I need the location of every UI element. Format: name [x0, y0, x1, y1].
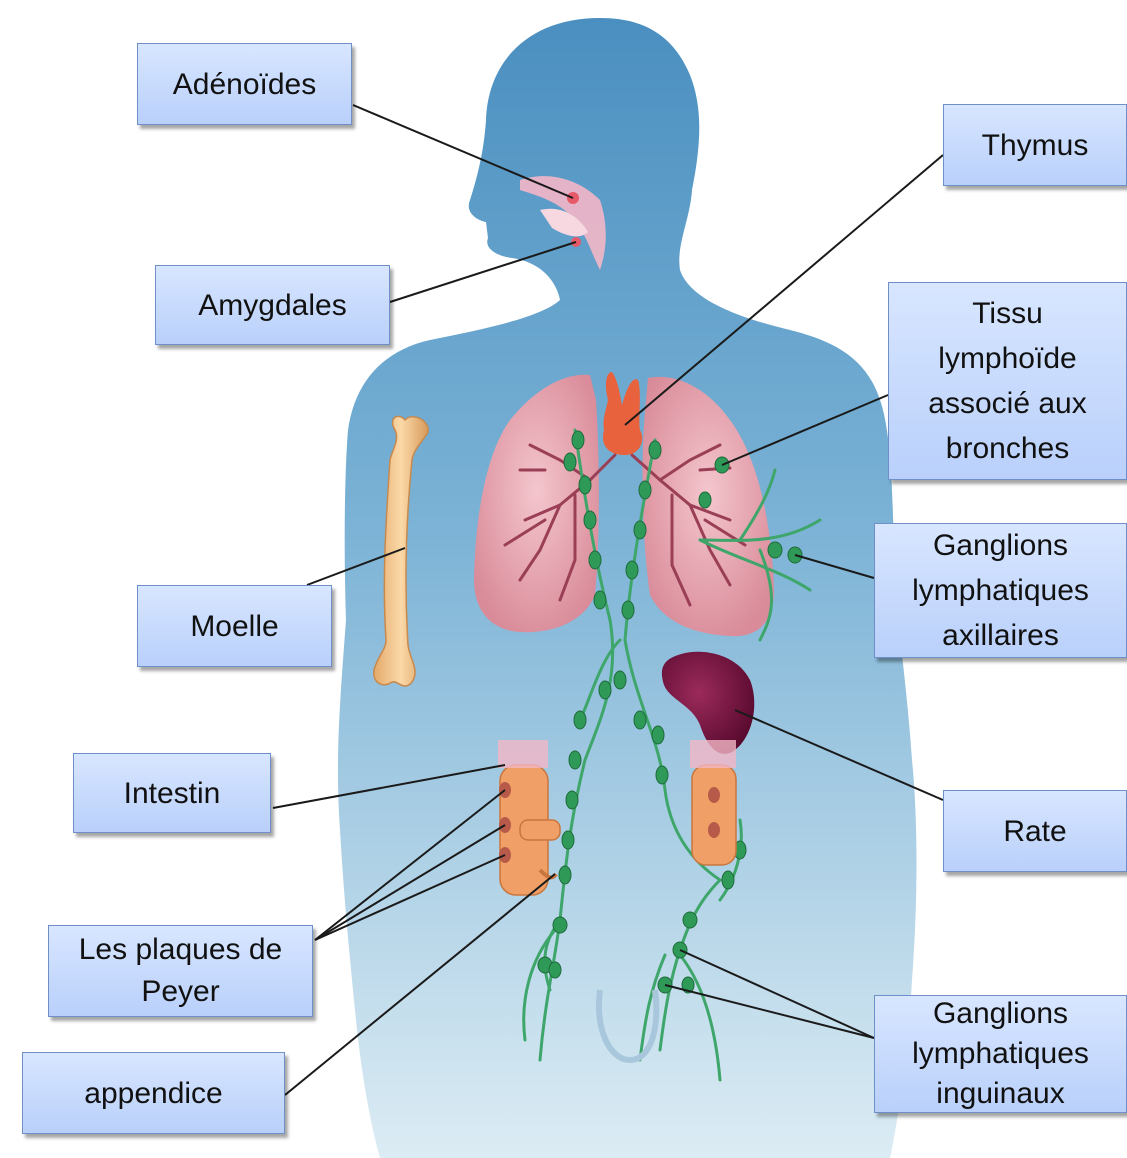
- label-inguinaux-box: Ganglions lymphatiques inguinaux: [874, 995, 1127, 1113]
- label-peyer: Les plaques de Peyer: [48, 925, 313, 1017]
- label-tissu: Tissu lymphoïde associé aux bronches: [888, 282, 1127, 480]
- label-thymus: Thymus: [943, 104, 1127, 186]
- label-moelle: Moelle: [137, 585, 332, 667]
- label-axillaires: Ganglions lymphatiques axillaires: [874, 523, 1127, 658]
- label-rate: Rate: [943, 790, 1127, 872]
- label-intestin: Intestin: [73, 753, 271, 833]
- label-amygdales: Amygdales: [155, 265, 390, 345]
- label-adenoides: Adénoïdes: [137, 43, 352, 125]
- body-silhouette: [338, 18, 917, 1158]
- label-appendice: appendice: [22, 1052, 285, 1134]
